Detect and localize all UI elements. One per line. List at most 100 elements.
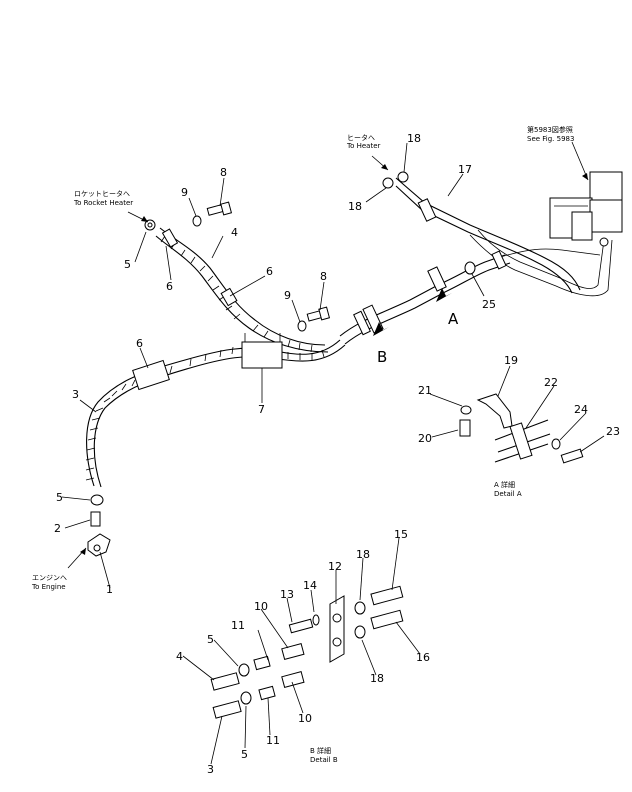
elbow-1: [87, 533, 111, 557]
nipple-10-lower: [281, 671, 305, 689]
to-heater-en: To Heater: [346, 142, 381, 150]
callout-12: 12: [328, 560, 342, 573]
callout-16: 16: [416, 651, 430, 664]
callout-6-mid: 6: [266, 265, 273, 278]
callout-18-detail-b-upper: 18: [356, 548, 370, 561]
washer-9-lower: [297, 320, 307, 332]
nut-25: [464, 261, 476, 275]
to-rocket-heater-en: To Rocket Heater: [73, 199, 133, 207]
nut-11-lower: [258, 685, 276, 701]
detail-b-jp: B 詳細: [310, 746, 331, 755]
engine-fittings: [87, 494, 111, 557]
plate-12: [329, 595, 345, 663]
callout-18-left: 18: [348, 200, 362, 213]
pipe-17-b: [395, 185, 573, 294]
clamp-5-lower: [240, 691, 252, 705]
detail-a-drawing: [459, 393, 584, 464]
callout-25: 25: [482, 298, 496, 311]
hose-3-outer: [93, 344, 346, 488]
detail-a-en: Detail A: [494, 490, 522, 498]
detail-b-en: Detail B: [310, 756, 338, 764]
clamp-17-b: [491, 250, 507, 270]
heater-unit: [549, 171, 623, 247]
callout-9-lower: 9: [284, 289, 291, 302]
hose-3: [86, 339, 341, 487]
hose-3-end: [212, 700, 242, 719]
clamp-6-top: [161, 228, 179, 248]
washer-9-upper: [192, 215, 202, 227]
callout-22: 22: [544, 376, 558, 389]
heater-fitting: [599, 237, 609, 247]
fitting-5-top-inner: [147, 222, 153, 228]
plate-12-hole-2: [332, 637, 342, 647]
callout-3-detail-b: 3: [207, 763, 214, 776]
arrow-see-fig: [571, 141, 589, 181]
pipe-17-down-b: [469, 234, 613, 297]
callout-18-top: 18: [407, 132, 421, 145]
heater-box-top: [589, 171, 623, 203]
detail-b-drawing: [210, 585, 404, 719]
nipple-10-upper: [281, 643, 305, 661]
callout-15: 15: [394, 528, 408, 541]
callout-4: 4: [231, 226, 238, 239]
hose-4-end: [210, 672, 240, 691]
nut-11-upper: [253, 655, 271, 671]
bolt-20: [459, 419, 471, 437]
main-hose-assembly: [67, 141, 623, 569]
detail-a-jp: A 詳細: [494, 480, 515, 489]
callout-5-detail-b-lower: 5: [241, 748, 248, 761]
nipple-2: [90, 511, 101, 527]
hose-16: [370, 609, 404, 630]
fitting-18-right: [397, 171, 409, 183]
callout-20: 20: [418, 432, 432, 445]
washer-21: [460, 405, 472, 415]
to-engine-en: To Engine: [31, 583, 66, 591]
callout-5-rocket: 5: [124, 258, 131, 271]
protector-7: [241, 341, 283, 369]
callout-21: 21: [418, 384, 432, 397]
washer-18-lower: [354, 625, 366, 639]
callout-19: 19: [504, 354, 518, 367]
bracket-19: [476, 393, 513, 429]
clamp-22: [509, 422, 533, 460]
callout-1: 1: [106, 583, 113, 596]
callout-7: 7: [258, 403, 265, 416]
bolt-8-lower: [306, 306, 331, 322]
callout-2: 2: [54, 522, 61, 535]
hose-4-outer: [155, 235, 329, 353]
hose-15: [370, 585, 404, 606]
callout-labels: 1 2 3 4 5 5 6 6 6 7 8 8 9 9 17 18 18 25 …: [54, 132, 620, 776]
clamp-6-mid: [220, 287, 238, 307]
callout-10-upper: 10: [254, 600, 268, 613]
callout-9-upper: 9: [181, 186, 188, 199]
view-label-a: A: [448, 310, 459, 328]
pipe-17: [395, 177, 581, 291]
callout-24: 24: [574, 403, 588, 416]
arrow-head-see-fig: [582, 173, 588, 180]
elbow-1-hole: [93, 544, 101, 552]
to-rocket-heater-jp: ロケットヒータへ: [74, 189, 130, 198]
bolt-23: [560, 448, 584, 464]
callout-8-lower: 8: [320, 270, 327, 283]
callout-11-lower: 11: [266, 734, 280, 747]
leader-lines: [61, 142, 605, 765]
to-heater-jp: ヒータへ: [347, 133, 375, 142]
see-fig-jp: 第5983図参照: [527, 125, 573, 134]
nut-5-engine: [90, 494, 104, 506]
heater-box-inner: [571, 211, 593, 241]
plate-12-hole-1: [332, 613, 342, 623]
washer-18-upper: [354, 601, 366, 615]
clamp-17: [417, 198, 437, 222]
callout-10-lower: 10: [298, 712, 312, 725]
fitting-18-left: [382, 177, 394, 189]
washer-24: [551, 438, 561, 450]
bolt-8-upper: [206, 201, 233, 216]
bolt-13: [288, 618, 314, 634]
clamp-a: [427, 266, 447, 292]
callout-4-detail-b: 4: [176, 650, 183, 663]
arrow-head-engine: [80, 548, 86, 555]
callout-8-upper: 8: [220, 166, 227, 179]
bracket-b-2: [353, 310, 371, 336]
clamp-6-left: [132, 359, 170, 391]
